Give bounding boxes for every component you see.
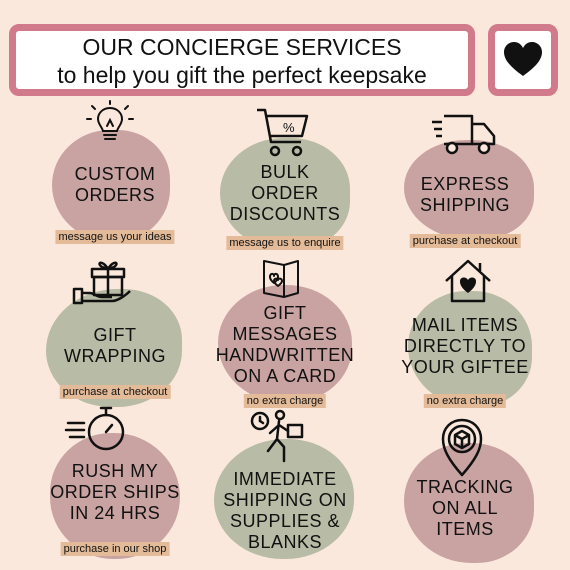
running-courier-icon <box>250 409 304 463</box>
header-banner: OUR CONCIERGE SERVICES to help you gift … <box>9 24 475 96</box>
service-note: message us to enquire <box>226 236 344 250</box>
home-heart-icon <box>445 259 491 303</box>
blob-background <box>220 138 350 250</box>
blob-background <box>52 130 170 242</box>
header-subtitle: to help you gift the perfect keepsake <box>57 62 427 88</box>
svg-text:%: % <box>283 120 295 135</box>
service-note: purchase at checkout <box>59 385 171 399</box>
header-title: OUR CONCIERGE SERVICES <box>82 34 402 60</box>
blob-background <box>218 285 352 403</box>
service-note: no extra charge <box>423 394 507 408</box>
lightbulb-icon <box>86 100 134 140</box>
blob-background <box>404 443 534 563</box>
blob-background <box>404 140 534 240</box>
service-note: no extra charge <box>243 394 327 408</box>
heart-icon <box>504 42 542 76</box>
shopping-cart-icon: % <box>257 108 309 157</box>
service-note: purchase at checkout <box>409 234 521 248</box>
blob-background <box>50 433 180 559</box>
fast-stopwatch-icon <box>64 406 125 451</box>
service-note: purchase in our shop <box>60 542 170 556</box>
blob-background <box>408 291 532 407</box>
favorite-button[interactable] <box>488 24 558 96</box>
greeting-card-icon <box>263 260 299 298</box>
gift-in-hand-icon <box>72 261 131 305</box>
service-note: message us your ideas <box>55 230 175 244</box>
location-pin-box-icon <box>441 418 483 477</box>
delivery-truck-icon <box>432 114 496 155</box>
